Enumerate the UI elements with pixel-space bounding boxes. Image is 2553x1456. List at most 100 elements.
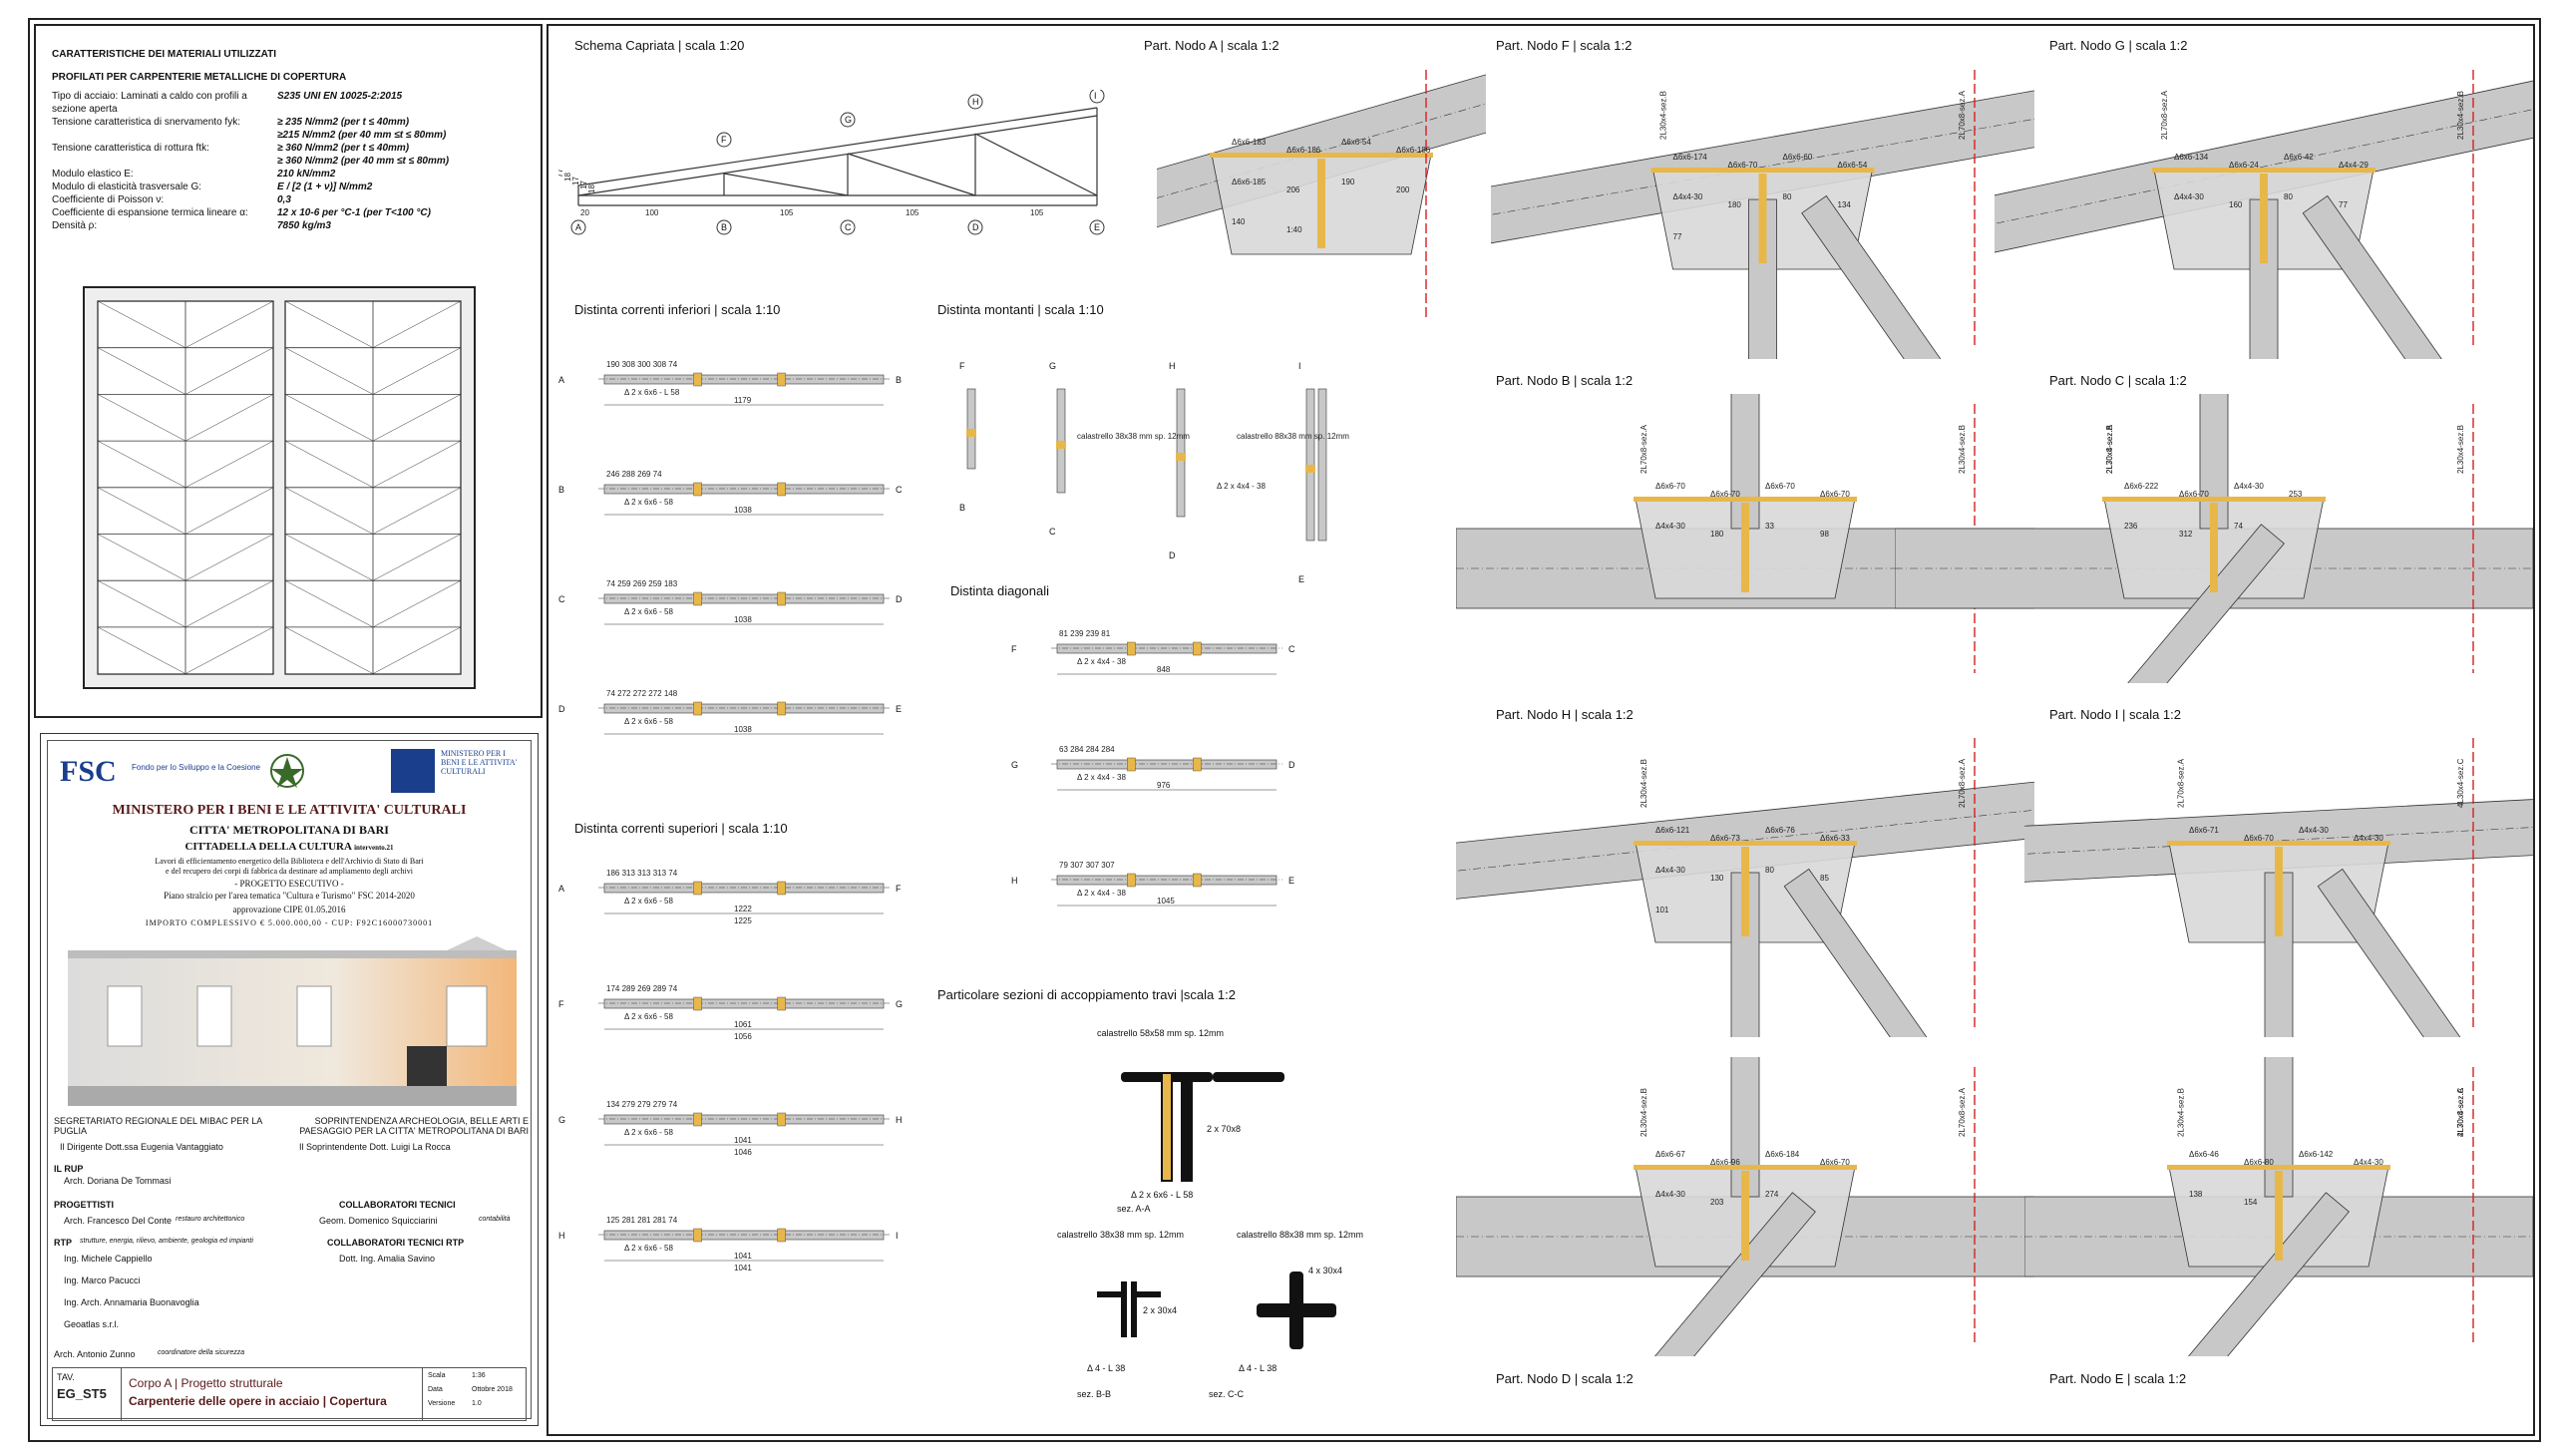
truss-node-top: H xyxy=(967,94,983,110)
member-end-tag: E xyxy=(896,704,902,714)
montante-note: calastrello 88x38 mm sp. 12mm xyxy=(1237,432,1349,441)
member-plates: 246 288 269 74 xyxy=(606,470,662,479)
node-label: 80 xyxy=(2284,192,2293,201)
member-note: Δ 2 x 6x6 - 58 xyxy=(624,897,673,906)
node-label: Δ6x6-96 xyxy=(1710,1158,1740,1167)
truss-node-bottom: D xyxy=(967,219,983,235)
node-label: Δ6x6-73 xyxy=(1710,834,1740,843)
sez-cc-plate: Δ 4 - L 38 xyxy=(1239,1363,1276,1373)
truss-node-top: F xyxy=(716,132,732,148)
piano-text: Piano stralcio per l'area tematica "Cult… xyxy=(164,891,415,901)
material-value: ≥ 235 N/mm2 (per t ≤ 40mm) xyxy=(277,117,410,128)
node-label: 2L30x4-sez.B xyxy=(1658,91,1667,140)
mibac-logo-text: MINISTERO PER I BENI E LE ATTIVITA' CULT… xyxy=(441,749,518,776)
member-end-tag: G xyxy=(896,999,903,1009)
material-key xyxy=(52,129,277,142)
title-nodo-a: Part. Nodo A | scala 1:2 xyxy=(1144,38,1279,53)
node-label: 2L70x8-sez.A xyxy=(1958,758,1967,808)
node-detail-f: Δ6x6-174Δ6x6-70Δ6x6-60Δ6x6-54Δ4x4-301808… xyxy=(1491,70,2034,359)
truss-height: 18 xyxy=(563,173,572,182)
node-label: Δ6x6-184 xyxy=(1765,1150,1800,1159)
node-label: Δ6x6-183 xyxy=(1232,138,1267,147)
member-length: 1041 xyxy=(734,1136,752,1145)
node-detail-g: Δ6x6-134Δ6x6-24Δ6x6-42Δ4x4-29Δ4x4-301608… xyxy=(1995,70,2533,359)
material-key: Tipo di acciaio: Laminati a caldo con pr… xyxy=(52,91,247,115)
member-length-2: 1056 xyxy=(734,1032,752,1041)
node-label: Δ6x6-70 xyxy=(1820,1158,1850,1167)
materials-heading: CARATTERISTICHE DEI MATERIALI UTILIZZATI xyxy=(52,49,276,60)
node-label: Δ6x6-186 xyxy=(1286,146,1321,155)
member-plates: 63 284 284 284 xyxy=(1059,745,1115,754)
material-value: S235 UNI EN 10025-2:2015 xyxy=(277,91,403,102)
material-row: Tensione caratteristica di rottura ftk:≥… xyxy=(52,142,531,155)
materials-frame xyxy=(34,24,543,718)
node-label: Δ6x6-70 xyxy=(1655,482,1685,491)
node-label: 2L70x8-sez.A xyxy=(2105,424,2114,474)
node-label: Δ4x4-30 xyxy=(1655,1190,1685,1199)
collaboratore-1-role: contabilità xyxy=(479,1216,511,1223)
truss-node-top: I xyxy=(1089,90,1105,104)
node-label: 253 xyxy=(2289,490,2303,499)
truss-span: 20 xyxy=(580,208,589,217)
truss-node-label: B xyxy=(721,222,727,232)
title-nodo-i: Part. Nodo I | scala 1:2 xyxy=(2049,707,2181,722)
node-label: Δ4x4-30 xyxy=(2234,482,2264,491)
truss-node-label: C xyxy=(845,222,852,232)
title-sezioni: Particolare sezioni di accoppiamento tra… xyxy=(937,987,1236,1002)
member-end-tag: E xyxy=(1288,876,1294,886)
tav-label: TAV. xyxy=(57,1372,75,1382)
node-label: Δ4x4-30 xyxy=(2299,826,2329,835)
truss-node-label: A xyxy=(575,222,581,232)
node-label: Δ6x6-70 xyxy=(2244,834,2274,843)
importo-text: IMPORTO COMPLESSIVO € 5.000.000,00 - CUP… xyxy=(145,918,434,927)
node-label: 2L70x8-sez.A xyxy=(2456,1087,2465,1137)
truss-node-bottom: A xyxy=(570,219,586,235)
member-end-tag: I xyxy=(896,1231,899,1241)
sez-aa-profile: 2 x 70x8 xyxy=(1207,1124,1241,1134)
node-label: 154 xyxy=(2244,1198,2258,1207)
node-label: Δ6x6-222 xyxy=(2124,482,2159,491)
montante-bottom-tag: E xyxy=(1298,574,1304,584)
member-length: 1222 xyxy=(734,905,752,913)
truss-node-label: G xyxy=(845,115,852,125)
montante: FB xyxy=(959,361,976,513)
material-row: Modulo elastico E:210 kN/mm2 xyxy=(52,168,531,181)
rtp-role: strutture, energia, rilievo, ambiente, g… xyxy=(80,1238,253,1245)
mibac-logo: MINISTERO PER I BENI E LE ATTIVITA' CULT… xyxy=(391,749,521,799)
progettista-6: Arch. Antonio Zunno xyxy=(54,1349,136,1359)
member-start-tag: C xyxy=(558,594,565,604)
collaboratori-rtp-label: COLLABORATORI TECNICI RTP xyxy=(327,1238,465,1248)
node-label: 77 xyxy=(2339,200,2348,209)
node-label: Δ6x6-54 xyxy=(1838,161,1868,170)
member-end-tag: C xyxy=(1288,644,1295,654)
mibac-logo-mark xyxy=(391,749,435,793)
node-detail-h: Δ6x6-121Δ6x6-73Δ6x6-76Δ6x6-33Δ4x4-301308… xyxy=(1456,738,2034,1037)
member-note: Δ 2 x 6x6 - 58 xyxy=(624,1244,673,1253)
node-label: 140 xyxy=(1232,217,1246,226)
node-label: 1:40 xyxy=(1286,225,1302,234)
node-label: 80 xyxy=(1783,192,1792,201)
materials-rows: Tipo di acciaio: Laminati a caldo con pr… xyxy=(52,90,531,232)
building-elevation xyxy=(68,936,517,1106)
member-length-2: 1046 xyxy=(734,1148,752,1157)
materials-spec: CARATTERISTICHE DEI MATERIALI UTILIZZATI… xyxy=(52,48,531,232)
node-label: 2L30x4-sez.B xyxy=(2456,425,2465,474)
truss-node-label: H xyxy=(972,97,979,107)
node-label: 160 xyxy=(2229,200,2243,209)
title-diagonali: Distinta diagonali xyxy=(950,583,1050,598)
info-divider xyxy=(422,1368,423,1420)
node-label: Δ6x6-24 xyxy=(2229,161,2259,170)
node-label: 2L70x8-sez.A xyxy=(1958,90,1967,140)
node-label: 2L30x4-sez.B xyxy=(1640,759,1648,808)
member-note: Δ 2 x 4x4 - 38 xyxy=(1077,889,1126,898)
node-label: 2L70x8-sez.A xyxy=(2177,758,2186,808)
node-label: 200 xyxy=(1396,185,1410,194)
sez-bb-calastrello: calastrello 38x38 mm sp. 12mm xyxy=(1057,1230,1184,1240)
node-label: Δ6x6-174 xyxy=(1673,153,1708,162)
node-label: Δ6x6-70 xyxy=(1728,161,1758,170)
node-detail-i: Δ6x6-71Δ6x6-70Δ4x4-30Δ4x4-304L30x4-sez.C… xyxy=(2024,738,2533,1037)
node-detail-e: Δ6x6-46Δ6x6-80Δ6x6-142Δ4x4-301381544L30x… xyxy=(2024,1057,2533,1356)
